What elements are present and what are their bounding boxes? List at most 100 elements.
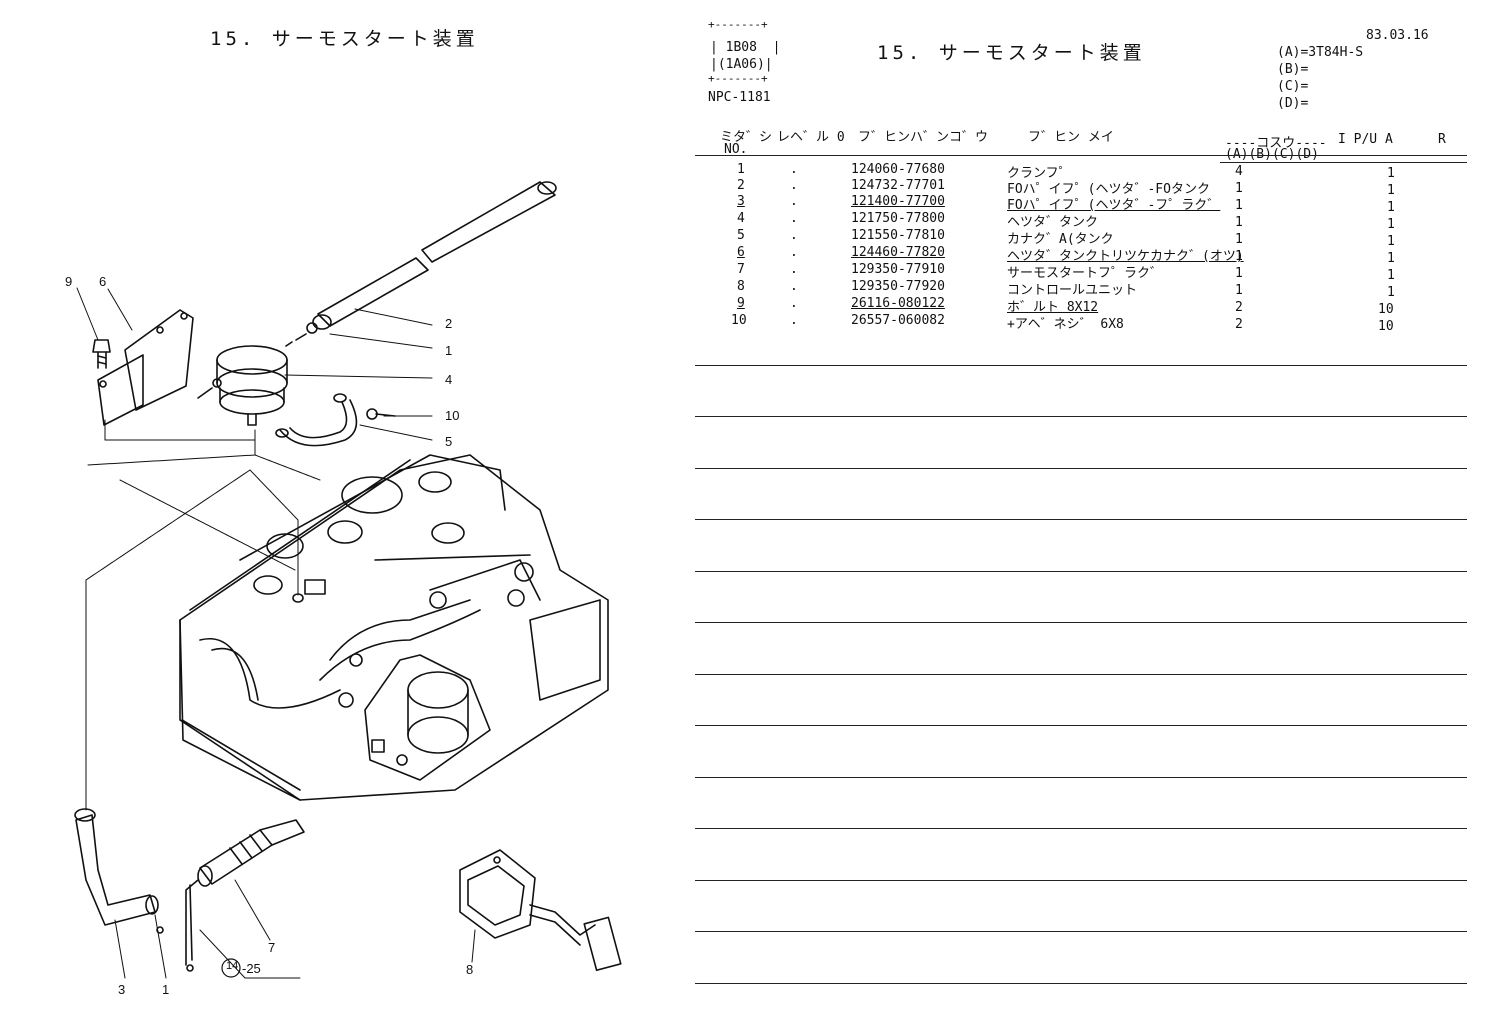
row-pu: 10 xyxy=(1378,302,1394,317)
row-part-name: ホ゛ルト 8X12 xyxy=(1007,300,1099,315)
row-pu: 1 xyxy=(1387,268,1395,283)
row-level: . xyxy=(790,245,798,260)
code-box-line2: |(1A06)| xyxy=(710,57,773,72)
bracket-part xyxy=(97,309,194,426)
header-rule-qty xyxy=(1220,162,1467,163)
row-part-name: サーモスタートフ゜ラク゛ xyxy=(1007,266,1164,281)
row-part-no: 26557-060082 xyxy=(851,313,945,328)
row-qty: 2 xyxy=(1235,300,1243,315)
row-qty: 1 xyxy=(1235,181,1243,196)
fuel-pipe-part xyxy=(312,181,557,330)
col-header-no-sub: NO. xyxy=(724,142,748,157)
row-part-no: 26116-080122 xyxy=(851,296,945,311)
diagram-title: 15. サーモスタート装置 xyxy=(210,28,479,50)
screw-part xyxy=(366,408,396,420)
row-no: 8 xyxy=(737,279,745,294)
callout-6: 6 xyxy=(99,274,107,289)
row-qty: 2 xyxy=(1235,317,1243,332)
ruled-line xyxy=(695,571,1467,572)
row-qty: 1 xyxy=(1235,232,1243,247)
row-pu: 1 xyxy=(1387,166,1395,181)
ruled-line xyxy=(695,468,1467,469)
ruled-line xyxy=(695,931,1467,932)
ruled-line xyxy=(695,519,1467,520)
model-d: (D)= xyxy=(1277,96,1309,111)
row-part-name: コントロールユニット xyxy=(1007,283,1138,298)
callout-4: 4 xyxy=(445,372,453,387)
code-box-top: +-------+ xyxy=(708,18,768,31)
row-level: . xyxy=(790,194,798,209)
header-tank-part xyxy=(197,345,288,426)
row-qty: 4 xyxy=(1235,164,1243,179)
row-part-no: 129350-77920 xyxy=(851,279,945,294)
model-c: (C)= xyxy=(1277,79,1309,94)
row-qty: 1 xyxy=(1235,215,1243,230)
row-pu: 1 xyxy=(1387,217,1395,232)
col-header-part-no: フ゛ヒンハ゛ンコ゛ウ xyxy=(858,130,989,145)
ref-circle-label: 14 xyxy=(226,960,239,972)
row-no: 3 xyxy=(737,194,745,209)
row-part-name: クランフ゜ xyxy=(1007,166,1072,181)
row-no: 2 xyxy=(737,178,745,193)
ruled-line xyxy=(695,828,1467,829)
row-no: 7 xyxy=(737,262,745,277)
ruled-line xyxy=(695,983,1467,984)
engine-block-part xyxy=(179,454,609,801)
row-level: . xyxy=(790,262,798,277)
callout-1b: 1 xyxy=(162,982,170,997)
col-header-part-name: フ゛ヒン メイ xyxy=(1028,130,1114,145)
callout-9: 9 xyxy=(65,274,73,289)
row-part-no: 121750-77800 xyxy=(851,211,945,226)
row-pu: 1 xyxy=(1387,200,1395,215)
clamp-band-part xyxy=(275,393,358,447)
ref-suffix: -25 xyxy=(242,961,261,976)
callout-10: 10 xyxy=(445,408,460,423)
row-qty: 1 xyxy=(1235,198,1243,213)
row-level: . xyxy=(790,279,798,294)
row-pu: 1 xyxy=(1387,234,1395,249)
row-part-no: 121400-77700 xyxy=(851,194,945,209)
row-level: . xyxy=(790,313,798,328)
row-part-name: カナク゛A(タンク xyxy=(1007,232,1114,247)
row-no: 6 xyxy=(737,245,745,260)
row-part-no: 124460-77820 xyxy=(851,245,945,260)
row-part-no: 129350-77910 xyxy=(851,262,945,277)
list-title: 15. サーモスタート装置 xyxy=(877,42,1146,64)
row-part-name: FOハ゜イフ゜(ヘツタ゛-FOタンク xyxy=(1007,182,1210,197)
callout-7: 7 xyxy=(268,940,276,955)
date: 83.03.16 xyxy=(1366,28,1429,43)
row-level: . xyxy=(790,228,798,243)
row-part-name: FOハ゜イフ゜(ヘツタ゛-フ゜ラク゛ xyxy=(1007,198,1221,213)
row-pu: 10 xyxy=(1378,319,1394,334)
bolt-part xyxy=(92,339,111,369)
model-a: (A)=3T84H-S xyxy=(1277,45,1364,60)
col-header-r: R xyxy=(1438,132,1446,147)
row-level: . xyxy=(790,211,798,226)
callout-3: 3 xyxy=(118,982,126,997)
row-pu: 1 xyxy=(1387,183,1395,198)
row-no: 5 xyxy=(737,228,745,243)
callout-5: 5 xyxy=(445,434,453,449)
ruled-line xyxy=(695,622,1467,623)
col-header-no: ミタ゛シ xyxy=(720,130,773,145)
row-level: . xyxy=(790,178,798,193)
row-pu: 1 xyxy=(1387,285,1395,300)
row-qty: 1 xyxy=(1235,283,1243,298)
npc-code: NPC-1181 xyxy=(708,90,771,105)
callout-1: 1 xyxy=(445,343,453,358)
row-qty: 1 xyxy=(1235,249,1243,264)
ruled-line xyxy=(695,416,1467,417)
row-part-no: 124732-77701 xyxy=(851,178,945,193)
row-part-no: 124060-77680 xyxy=(851,162,945,177)
ruled-line xyxy=(695,725,1467,726)
clamp-part-small xyxy=(285,322,318,347)
row-level: . xyxy=(790,162,798,177)
ruled-line xyxy=(695,880,1467,881)
exploded-parts-diagram xyxy=(74,181,622,979)
row-pu: 1 xyxy=(1387,251,1395,266)
col-header-qty-sub: (A)(B)(C)(D) xyxy=(1225,147,1319,162)
row-part-no: 121550-77810 xyxy=(851,228,945,243)
row-level: . xyxy=(790,296,798,311)
callout-2: 2 xyxy=(445,316,453,331)
row-part-name: +アヘ゛ネシ゛ 6X8 xyxy=(1007,317,1124,332)
